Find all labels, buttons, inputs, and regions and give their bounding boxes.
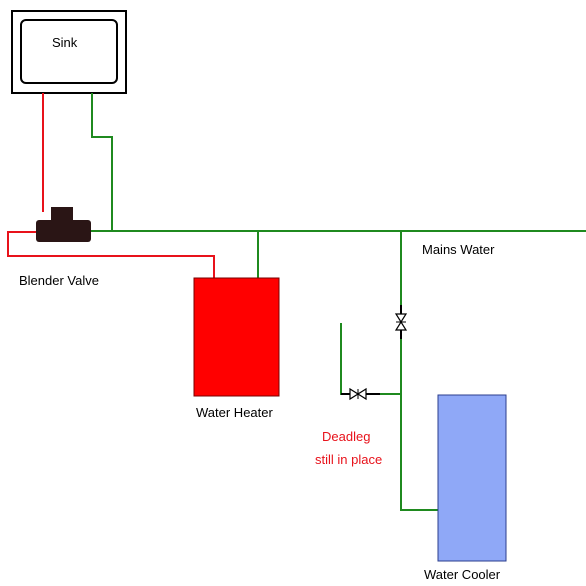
hot-pipe-loop-to-heater (7, 231, 215, 278)
sink-label: Sink (52, 35, 78, 50)
blender-valve-top (51, 207, 73, 222)
isolation-valve-vertical-icon (394, 305, 408, 339)
blender-valve-body (36, 220, 91, 242)
water-heater-label: Water Heater (196, 405, 273, 420)
deadleg-pipe (340, 323, 401, 395)
hot-water-pipes (7, 93, 215, 278)
sink (11, 10, 127, 94)
deadleg-label-line1: Deadleg (322, 429, 371, 444)
cold-pipe-riser-to-cooler (400, 231, 438, 511)
water-cooler-label: Water Cooler (424, 567, 501, 582)
water-cooler-tank (437, 394, 507, 562)
blender-valve-label: Blender Valve (19, 273, 99, 288)
sink-basin (20, 19, 118, 84)
isolation-valve-horizontal-icon (341, 387, 380, 401)
mains-water-label: Mains Water (422, 242, 495, 257)
deadleg-label-line2: still in place (315, 452, 383, 467)
water-heater-tank (193, 277, 280, 397)
cold-water-pipes (88, 93, 586, 511)
blender-valve (36, 207, 91, 242)
cold-pipe-sink-to-main (91, 93, 113, 231)
